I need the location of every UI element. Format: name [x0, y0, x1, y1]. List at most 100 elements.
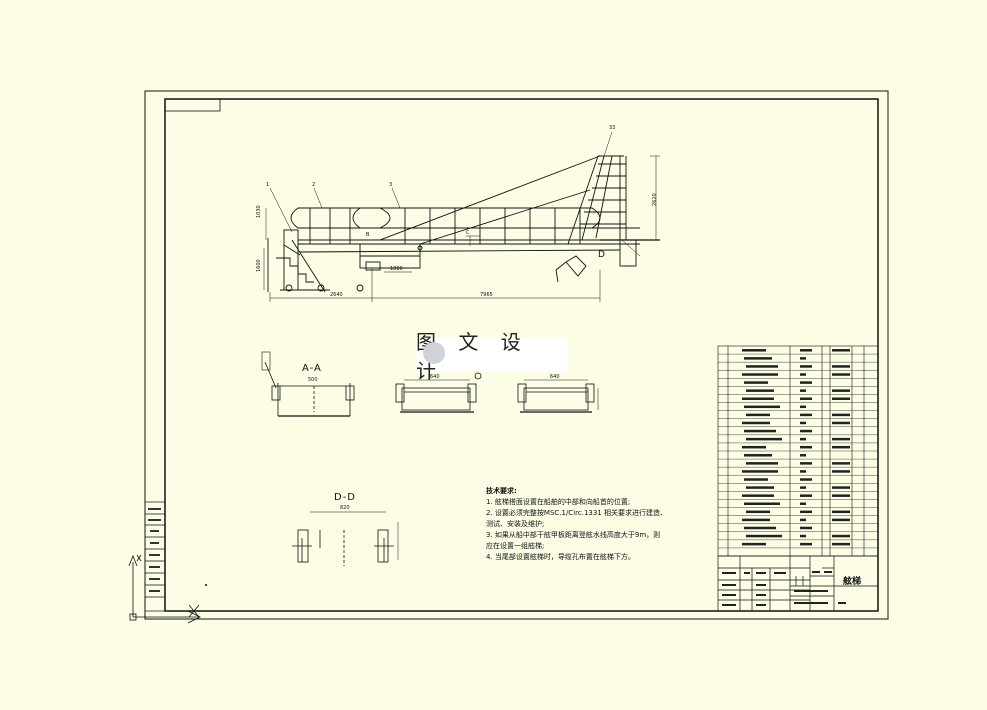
dim-height-left: 1030: [256, 205, 262, 218]
parts-cell-mark: [800, 397, 812, 400]
parts-cell-mark: [800, 486, 806, 489]
part-balloon-33: 33: [609, 125, 616, 131]
parts-cell-mark: [800, 518, 806, 522]
dim-length-mid: 1880: [390, 266, 403, 272]
part-balloon-2: 2: [312, 182, 316, 188]
parts-cell-mark: [800, 429, 812, 433]
parts-cell-mark: [742, 445, 766, 449]
dim-height-lower: 1600: [256, 259, 262, 272]
stray-mark: [205, 584, 207, 586]
parts-cell-mark: [832, 462, 850, 465]
part-balloon-3: 3: [389, 182, 393, 188]
parts-cell-mark: [800, 389, 806, 392]
notes-line: 1. 舷梯搭面设置在船舶的中部和向船首的位置;: [486, 498, 631, 506]
parts-cell-mark: [832, 437, 850, 441]
parts-cell-mark: [800, 542, 812, 546]
dim-mast-height: 2620: [652, 193, 658, 206]
section-c-view: [517, 379, 599, 413]
top-left-tab: [164, 98, 221, 112]
parts-cell-mark: [832, 397, 850, 400]
parts-cell-mark: [800, 494, 812, 497]
parts-cell-mark: [744, 381, 768, 384]
part-balloon-1: 1: [266, 182, 270, 188]
dim-aa-width: 500: [308, 377, 318, 383]
notes-line: 4. 当尾部设置舷梯时，导缆孔布置在舷梯下方。: [486, 553, 635, 561]
dim-length-base: 2640: [330, 292, 343, 298]
marker-c: C: [466, 230, 470, 236]
dim-b-width: 640: [430, 374, 440, 380]
parts-cell-mark: [742, 518, 770, 522]
parts-cell-mark: [744, 429, 776, 433]
parts-cell-mark: [832, 373, 850, 376]
parts-cell-mark: [742, 349, 766, 352]
notes-line: 测试、安装及维护;: [486, 520, 545, 528]
section-dd-title: D-D: [334, 492, 357, 503]
notes-line: 3. 如果从船中部干舷甲板距离登舷水线高度大于9m，则: [486, 531, 661, 539]
parts-cell-mark: [742, 397, 774, 400]
parts-cell-mark: [746, 486, 774, 489]
parts-cell-mark: [832, 389, 850, 392]
parts-cell-mark: [832, 349, 850, 352]
parts-cell-mark: [742, 470, 778, 473]
parts-cell-mark: [800, 365, 812, 368]
parts-cell-mark: [800, 454, 806, 457]
parts-cell-mark: [742, 494, 774, 497]
parts-cell-mark: [800, 405, 806, 409]
parts-cell-mark: [832, 365, 850, 368]
ucs-icon: [128, 554, 201, 624]
parts-cell-mark: [832, 542, 850, 546]
parts-cell-mark: [744, 502, 780, 505]
parts-cell-mark: [832, 470, 850, 473]
parts-cell-mark: [746, 389, 774, 392]
parts-cell-mark: [746, 534, 782, 538]
parts-cell-mark: [746, 365, 778, 368]
parts-cell-mark: [746, 462, 778, 465]
parts-cell-mark: [744, 454, 772, 457]
marker-b: B: [366, 232, 370, 238]
parts-cell-mark: [800, 526, 812, 530]
parts-cell-mark: [800, 357, 806, 360]
section-aa-view: [261, 351, 355, 417]
parts-cell-mark: [744, 357, 772, 360]
section-b-view: [395, 372, 482, 413]
parts-cell-mark: [800, 462, 812, 465]
notes-heading: 技术要求:: [486, 487, 517, 495]
parts-cell-mark: [832, 510, 850, 514]
parts-cell-mark: [742, 421, 770, 425]
parts-cell-mark: [744, 526, 776, 530]
parts-cell-mark: [800, 470, 806, 473]
dim-dd-width: 820: [340, 505, 350, 511]
parts-cell-mark: [742, 542, 766, 546]
parts-cell-mark: [800, 421, 806, 425]
parts-cell-mark: [832, 421, 850, 425]
dim-c-width: 640: [550, 374, 560, 380]
parts-cell-mark: [744, 405, 780, 409]
parts-cell-mark: [742, 373, 778, 376]
section-dd-view: [292, 511, 399, 566]
drawing-title: 舷梯: [843, 577, 862, 587]
technical-requirements: 技术要求: 1. 舷梯搭面设置在船舶的中部和向船首的位置; 2. 设置必须完整按…: [486, 486, 696, 563]
parts-cell-mark: [832, 486, 850, 489]
parts-cell-mark: [800, 534, 806, 538]
parts-cell-mark: [800, 349, 812, 352]
dim-length-main: 7965: [480, 292, 493, 298]
parts-cell-mark: [800, 445, 812, 449]
parts-cell-mark: [832, 534, 850, 538]
parts-cell-mark: [832, 413, 850, 417]
title-block: [717, 555, 879, 612]
side-stamp-table: [144, 501, 166, 612]
parts-cell-mark: [832, 518, 850, 522]
parts-cell-mark: [746, 413, 770, 417]
parts-cell-mark: [800, 478, 812, 481]
parts-cell-mark: [800, 373, 806, 376]
outer-frame: [144, 90, 889, 620]
watermark-logo-icon: [423, 342, 445, 364]
title-block-fill: [722, 571, 846, 606]
part-leaders: [269, 131, 613, 233]
parts-cell-mark: [832, 494, 850, 497]
parts-cell-mark: [800, 437, 806, 441]
marker-d: D: [598, 250, 605, 260]
parts-cell-mark: [800, 502, 806, 505]
notes-line: 应在设置一组舷梯;: [486, 542, 545, 550]
